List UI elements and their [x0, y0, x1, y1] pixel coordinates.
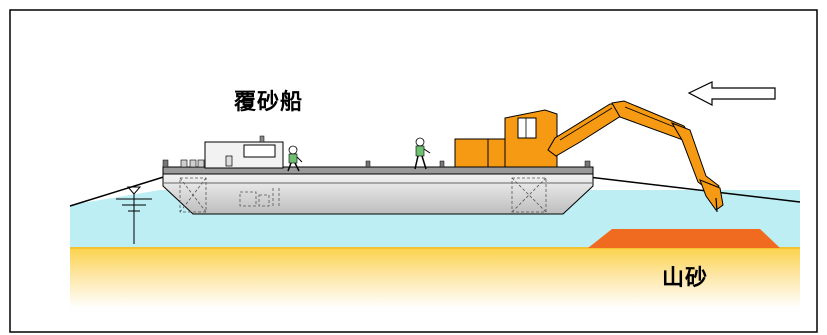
seabed — [70, 248, 800, 308]
sand-label: 山砂 — [662, 266, 709, 291]
barge-hull — [162, 173, 594, 215]
worker-figure-right — [414, 137, 431, 170]
worker-figure-left — [287, 145, 303, 172]
deck-cabin — [204, 135, 284, 169]
water-level-symbol-icon — [116, 186, 152, 244]
deck-fittings — [180, 159, 205, 168]
left-arrow-icon — [687, 81, 776, 106]
barge — [162, 159, 594, 215]
mooring-line-right — [579, 175, 801, 203]
vessel-label: 覆砂船 — [234, 90, 304, 115]
mooring-line-left — [69, 174, 171, 207]
excavator — [454, 100, 724, 213]
sand-pile — [588, 229, 780, 248]
